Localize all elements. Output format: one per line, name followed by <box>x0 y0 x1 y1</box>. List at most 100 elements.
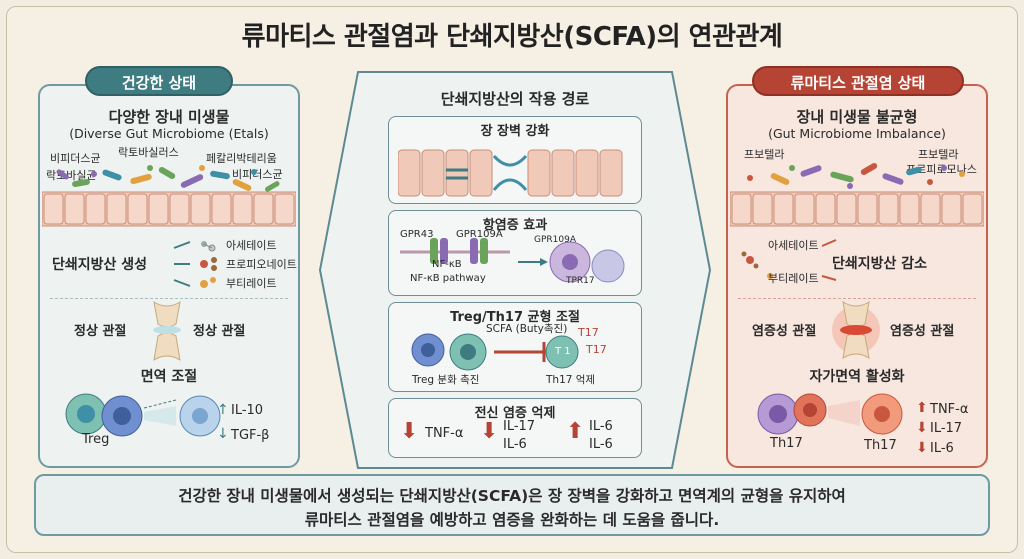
scfa-butyrate-label: SCFA (Buty촉진) <box>486 323 568 335</box>
cytokine-label: TGF-β <box>231 428 270 443</box>
treg-cell-icon <box>65 393 107 435</box>
inflamed-joint-icon <box>832 300 880 360</box>
treg-cell-icon <box>101 395 143 437</box>
th17-cell-icon <box>545 335 579 369</box>
arrow-right-icon <box>821 275 837 281</box>
th17-marker: T17 <box>578 326 599 339</box>
arrow-down-icon: ⬇ <box>916 440 928 456</box>
treg-th17-illustration <box>411 333 579 371</box>
healthy-heading: 다양한 장내 미생물 <box>108 108 230 126</box>
arrow-right-icon <box>173 241 191 249</box>
receptor-label: GPR109A <box>456 229 503 240</box>
ra-heading: 장내 미생물 불균형 <box>796 108 918 126</box>
arrow-up-icon: ↑ <box>217 402 229 418</box>
bacteria-label: 프보텔라 <box>744 148 785 161</box>
intestinal-epithelium <box>42 191 296 227</box>
bacteria-label: 페칼리박테리움 <box>206 152 277 165</box>
treg-cell-icon <box>449 333 487 371</box>
cytokine-label: IL-17 <box>503 419 536 434</box>
normal-joint-label: 정상 관절 <box>193 324 246 339</box>
th17-marker: T17 <box>586 343 607 356</box>
scfa-item: 아세테이트 <box>226 239 277 252</box>
immune-regulation-title: 면역 조절 <box>140 369 198 385</box>
scfa-production-label: 단쇄지방산 생성 <box>52 257 148 273</box>
healthy-joint-icon <box>153 300 181 362</box>
cytokine-label: IL-6 <box>503 437 527 452</box>
center-title: 단쇄지방산의 작용 경로 <box>440 90 590 108</box>
th17-suppression-label: Th17 억제 <box>546 374 596 386</box>
receptor-pathway-illustration <box>400 238 625 283</box>
activated-cell-icon <box>861 393 903 435</box>
arrow-down-icon: ⬇ <box>916 420 928 436</box>
cytokine-label: TNF-α <box>930 402 969 417</box>
arrow-right-icon <box>173 279 191 287</box>
cytokine-label: TNF-α <box>425 426 464 441</box>
treg-th17-box-title: Treg/Th17 균형 조절 <box>450 310 580 325</box>
inflamed-joint-label: 염증성 관절 <box>752 324 817 339</box>
th17-cell-icon <box>757 393 799 435</box>
arrow-left-icon <box>821 239 837 247</box>
receptor-icon <box>470 238 488 264</box>
scfa-item: 아세테이트 <box>768 239 819 252</box>
arrow-up-icon: ⬆ <box>566 419 585 444</box>
summary-box: 건강한 장내 미생물에서 생성되는 단쇄지방산(SCFA)은 장 장벽을 강화하… <box>34 474 990 536</box>
ra-subheading: (Gut Microbiome Imbalance) <box>768 126 946 141</box>
normal-joint-label: 정상 관절 <box>74 324 127 339</box>
systemic-inflammation-box: 전신 염증 억제 <box>388 398 642 458</box>
molecule-icon <box>767 273 773 279</box>
cytokine-label: IL-6 <box>589 437 613 452</box>
reduced-scfa-icons <box>741 239 837 281</box>
divider <box>738 298 976 299</box>
scfa-reduction-label: 단쇄지방산 감소 <box>832 256 928 272</box>
pathway-label: NF-κB pathway <box>410 273 486 284</box>
scfa-item: 부티레이트 <box>226 277 277 290</box>
receptor-icon <box>430 238 448 264</box>
divider <box>50 298 288 299</box>
receptor-label: GPR109A <box>534 235 576 245</box>
summary-line: 건강한 장내 미생물에서 생성되는 단쇄지방산(SCFA)은 장 장벽을 강화하… <box>178 487 846 505</box>
healthy-gut-illustration <box>42 165 296 227</box>
bacteria-label: 비피더스균 <box>232 168 283 181</box>
bacteria-icon <box>747 163 965 189</box>
molecule-icon <box>200 277 216 288</box>
barrier-box-title: 장 장벽 강화 <box>480 124 550 139</box>
cytokine-label: IL-10 <box>231 403 264 418</box>
scfa-item: 프로피오네이트 <box>226 258 297 271</box>
treg-cell-icon <box>411 333 445 367</box>
bacteria-label: 락토바실러스 <box>118 146 179 159</box>
cytokine-receptor-cell-icon <box>179 395 221 437</box>
immune-cell-icon <box>591 249 625 283</box>
cytokine-label: IL-6 <box>589 419 613 434</box>
bacteria-icon <box>56 165 280 192</box>
receptor-label: TPR17 <box>566 276 595 286</box>
systemic-inflammation-box-title: 전신 염증 억제 <box>474 406 556 421</box>
th17-label: Th17 <box>864 438 897 453</box>
anti-inflammatory-box-title: 항염증 효과 <box>482 218 548 233</box>
th17-cell-icon <box>793 393 827 427</box>
autoimmune-cells-illustration <box>757 393 903 435</box>
autoimmune-title: 자가면역 활성화 <box>809 369 905 385</box>
arrow-down-icon: ⬇ <box>480 419 499 444</box>
bacteria-label: 비피더스균 <box>50 152 101 165</box>
page-title: 류마티스 관절염과 단쇄지방산(SCFA)의 연관관계 <box>241 22 783 52</box>
pathway-label: NF-κB <box>432 259 462 270</box>
cytokine-label: IL-6 <box>930 441 954 456</box>
receptor-label: GPR43 <box>400 229 434 240</box>
treg-cells-illustration <box>65 393 221 437</box>
molecule-icon <box>741 251 759 269</box>
cytokine-label: IL-17 <box>930 421 963 436</box>
ra-state-badge: 류마티스 관절염 상태 <box>752 66 964 96</box>
healthy-subheading: (Diverse Gut Microbiome (Etals) <box>69 126 269 141</box>
molecule-icon <box>201 241 216 252</box>
immune-cell-icon <box>549 241 591 283</box>
bacteria-label: 프보텔라 <box>918 148 959 161</box>
arrow-down-icon: ⬇ <box>400 419 419 444</box>
inflamed-joint-label: 염증성 관절 <box>890 324 955 339</box>
th17-label: Th17 <box>770 436 803 451</box>
molecule-icon <box>200 257 217 271</box>
scfa-item: 부티레이트 <box>768 272 819 285</box>
treg-label: Treg <box>82 432 110 447</box>
scfa-molecule-icons <box>173 241 217 288</box>
arrow-down-icon: ↓ <box>217 426 229 442</box>
th17-cell-label: T 1 <box>555 346 571 357</box>
